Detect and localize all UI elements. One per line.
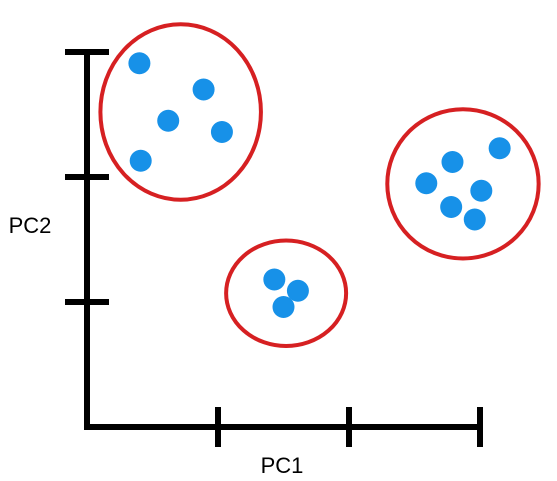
- cluster-3-point-1: [263, 268, 286, 291]
- cluster-2-point-6: [463, 208, 486, 231]
- cluster-1-point-5: [129, 149, 152, 172]
- data-points: [128, 52, 511, 318]
- y-axis-label: PC2: [9, 213, 52, 238]
- cluster-2-point-4: [470, 179, 493, 202]
- cluster-outlines: [98, 22, 541, 348]
- cluster-3-point-3: [272, 296, 295, 318]
- cluster-3-point-2: [286, 279, 309, 302]
- cluster-2-point-1: [415, 172, 438, 195]
- cluster-1-point-4: [210, 121, 233, 143]
- cluster-2-point-5: [440, 196, 463, 218]
- cluster-1-point-2: [192, 78, 215, 101]
- cluster-3-outline: [224, 238, 349, 348]
- cluster-2-outline: [385, 107, 541, 261]
- cluster-1-point-3: [157, 109, 180, 132]
- axes: [65, 49, 483, 447]
- cluster-2-point-3: [488, 137, 511, 160]
- cluster-2-point-2: [441, 151, 464, 173]
- x-axis-label: PC1: [261, 453, 304, 478]
- cluster-1-outline: [98, 22, 263, 202]
- cluster-1-point-1: [128, 52, 151, 75]
